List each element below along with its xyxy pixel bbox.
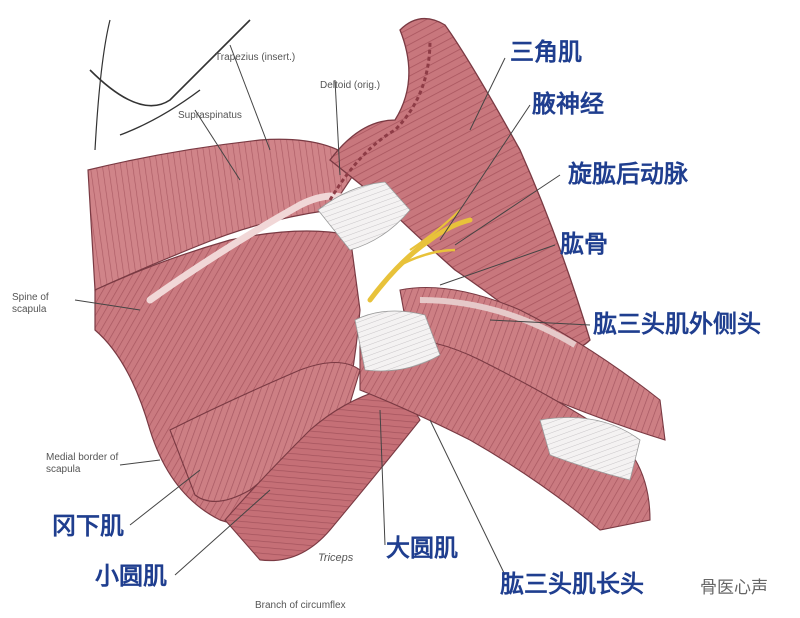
- label-spine-of-scapula: Spine of scapula: [12, 292, 49, 315]
- neck-outline: [89, 19, 251, 107]
- label-deltoid: 三角肌: [510, 38, 582, 66]
- nerve-branch-1: [399, 248, 456, 267]
- leader-lines: [74, 44, 591, 576]
- label-posterior-circumflex-artery: 旋肱后动脉: [568, 160, 688, 188]
- label-infraspinatus: 冈下肌: [52, 512, 124, 540]
- label-deltoid-origin: Deltoid (orig.): [320, 80, 381, 91]
- label-branch-circumflex: Branch of circumflex: [255, 600, 346, 611]
- deltoid-muscle: [329, 18, 591, 350]
- label-teres-minor: 小圆肌: [95, 562, 167, 590]
- axillary-nerve-bundle: [367, 217, 473, 303]
- label-triceps-lateral-head: 肱三头肌外侧头: [593, 310, 761, 338]
- humerus-shaft: [419, 297, 577, 348]
- label-triceps-long-head: 肱三头肌长头: [500, 570, 644, 598]
- triceps-long-head: [359, 336, 651, 531]
- label-teres-major: 大圆肌: [386, 534, 458, 562]
- label-humerus: 肱骨: [560, 230, 608, 258]
- label-supraspinatus: Supraspinatus: [178, 110, 242, 121]
- watermark: 骨医心声: [700, 578, 768, 598]
- body-outline: [94, 19, 111, 151]
- nerve-branch-2: [409, 209, 461, 251]
- tendon-distal: [539, 417, 641, 481]
- label-trapezius: Trapezius (insert.): [215, 52, 296, 63]
- tendon-lower: [354, 310, 441, 372]
- label-triceps-small: Triceps: [318, 552, 354, 564]
- label-medial-border: Medial border of scapula: [46, 452, 119, 475]
- back-outline: [119, 89, 201, 136]
- tendon-upper: [317, 181, 411, 251]
- label-axillary-nerve: 腋神经: [532, 90, 604, 118]
